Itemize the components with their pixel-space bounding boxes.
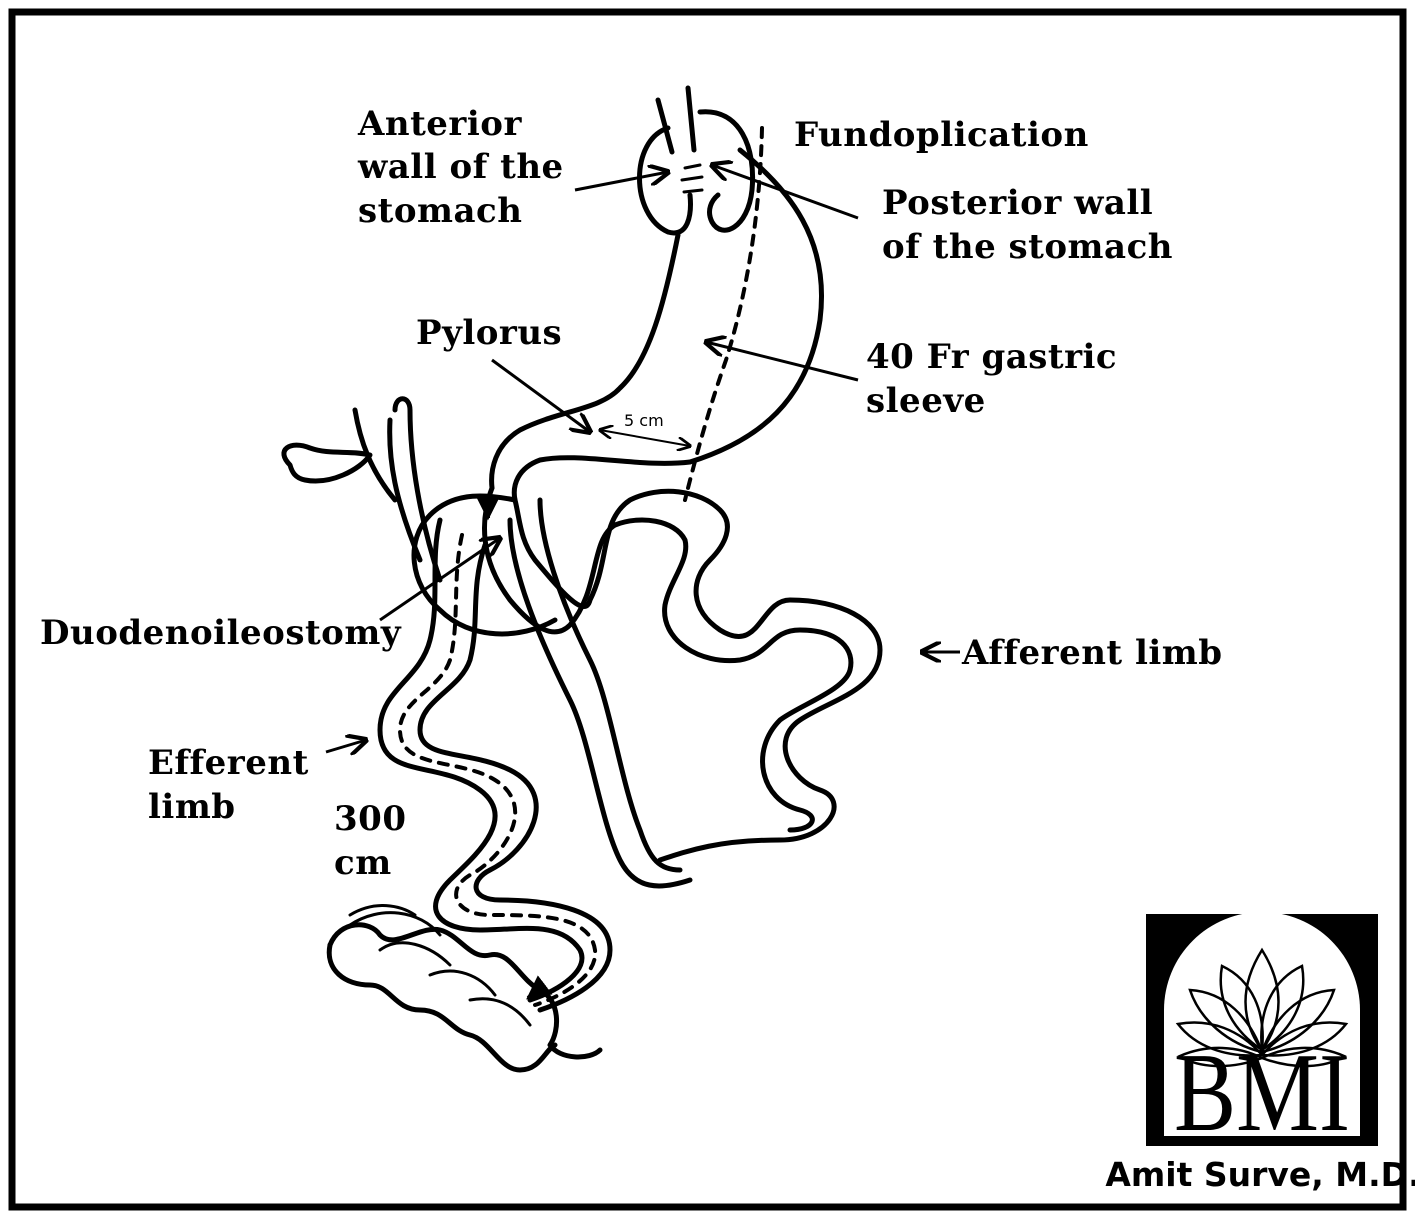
label-length-2: cm bbox=[334, 843, 392, 883]
distance-arrow bbox=[600, 430, 690, 446]
logo-letters: BMI bbox=[1174, 1031, 1350, 1155]
label-length-1: 300 bbox=[334, 799, 406, 839]
gallbladder-drawing bbox=[284, 399, 440, 580]
author-credit: Amit Surve, M.D. bbox=[1105, 1155, 1415, 1194]
label-distance: 5 cm bbox=[624, 411, 664, 430]
label-duodenoileostomy: Duodenoileostomy bbox=[40, 613, 402, 653]
label-anterior-3: stomach bbox=[358, 191, 522, 231]
efferent-limb-drawing bbox=[329, 520, 610, 1070]
label-pylorus: Pylorus bbox=[416, 313, 562, 353]
label-fundoplication: Fundoplication bbox=[794, 115, 1089, 155]
efferent-arrow bbox=[326, 740, 366, 752]
posterior-arrow bbox=[712, 165, 858, 218]
label-posterior-1: Posterior wall bbox=[882, 183, 1153, 223]
label-afferent: Afferent limb bbox=[961, 633, 1223, 673]
label-efferent-2: limb bbox=[148, 787, 236, 827]
label-efferent-1: Efferent bbox=[148, 743, 309, 783]
label-anterior-1: Anterior bbox=[357, 104, 522, 144]
label-sleeve-2: sleeve bbox=[866, 381, 986, 421]
label-sleeve-1: 40 Fr gastric bbox=[866, 337, 1117, 377]
label-posterior-2: of the stomach bbox=[882, 227, 1173, 267]
anterior-arrow bbox=[575, 172, 668, 190]
label-anterior-2: wall of the bbox=[357, 147, 564, 187]
bmi-logo: BMI Amit Surve, M.D. bbox=[1105, 912, 1415, 1194]
diagram-labels: Anterior wall of the stomach Fundoplicat… bbox=[40, 104, 1223, 883]
sleeve-arrow bbox=[706, 342, 858, 380]
